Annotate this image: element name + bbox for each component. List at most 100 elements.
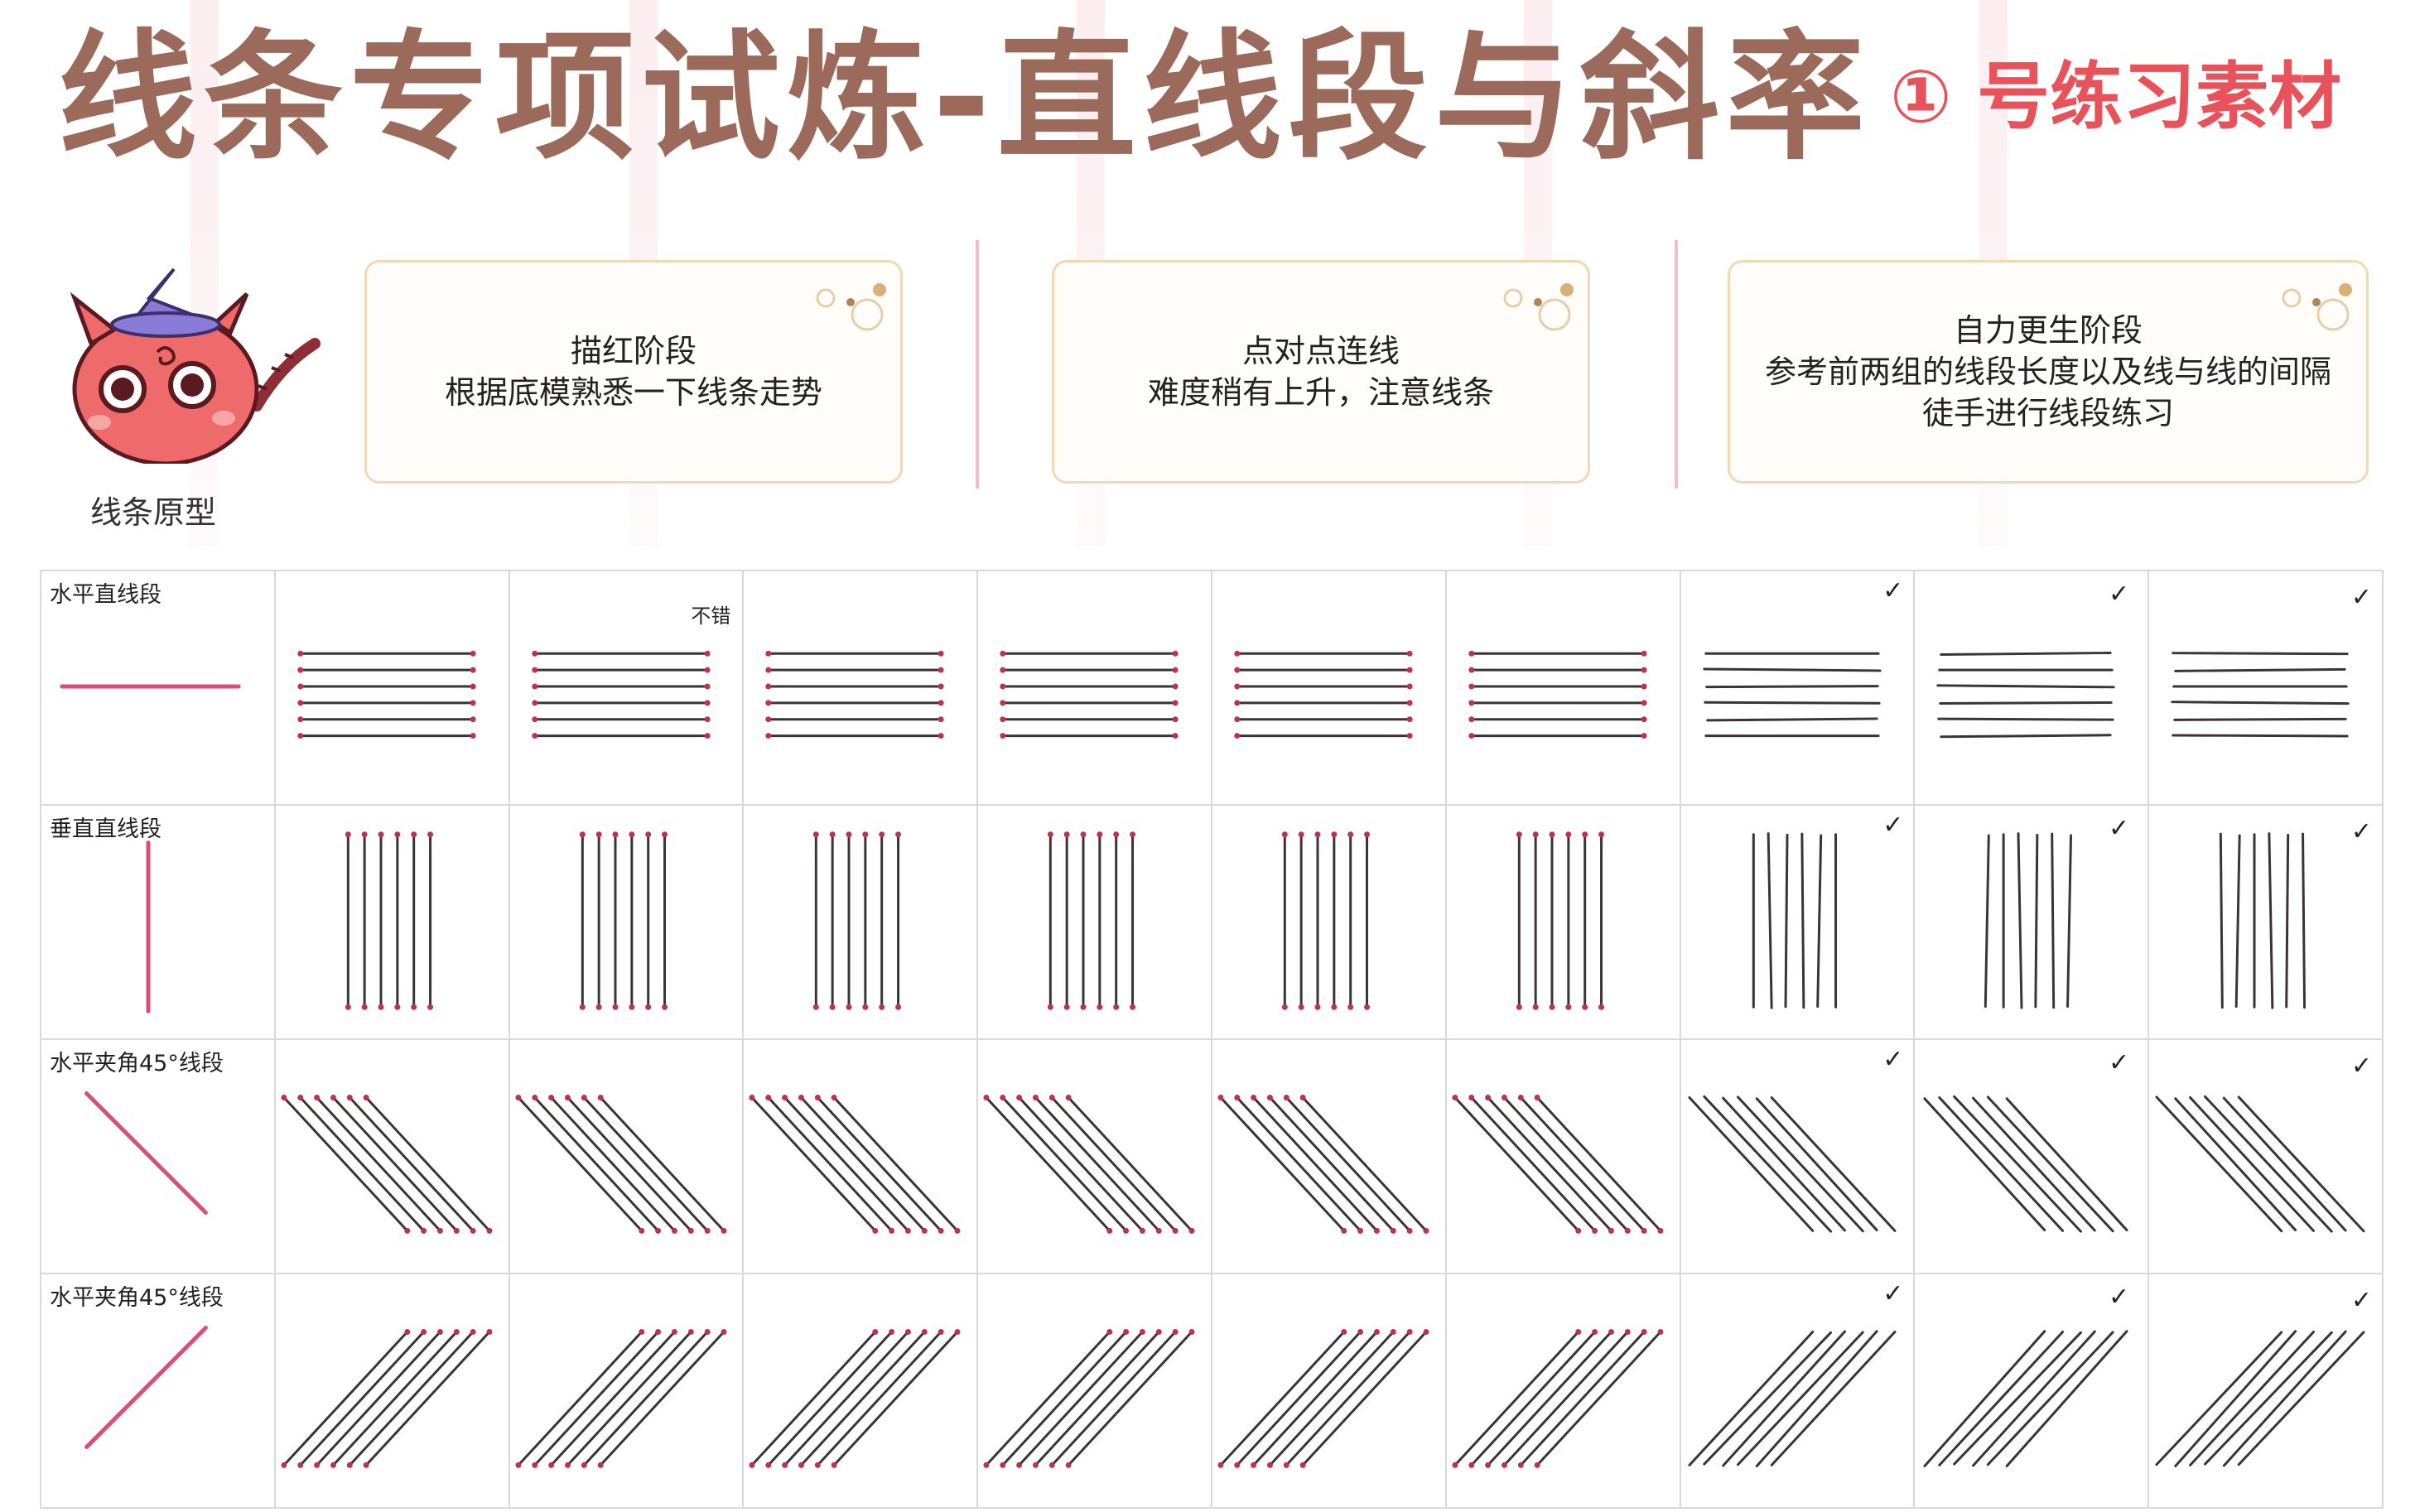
endpoint-dot — [1641, 650, 1647, 657]
endpoint-dot — [345, 1004, 351, 1010]
practice-line — [1702, 1095, 1832, 1233]
practice-line — [817, 1096, 943, 1232]
endpoint-dot — [1364, 831, 1370, 838]
endpoint-dot — [1624, 1227, 1631, 1234]
endpoint-dot — [470, 700, 476, 706]
practice-lines-graphic — [983, 1095, 1195, 1234]
endpoint-dot — [1406, 683, 1413, 690]
endpoint-dot — [1217, 1095, 1224, 1100]
practice-line — [1018, 1096, 1145, 1232]
endpoint-dot — [879, 831, 885, 838]
endpoint-dot — [1406, 1329, 1413, 1335]
practice-line — [1770, 1331, 1897, 1466]
endpoint-dot — [938, 683, 944, 690]
practice-lines-graphic — [1923, 1330, 2128, 1468]
practice-line — [1770, 1096, 1897, 1232]
stage-card-1: 描红阶段 根据底模熟悉一下线条走势 — [364, 260, 903, 484]
practice-lines-graphic — [515, 1329, 727, 1468]
endpoint-dot — [1641, 1329, 1647, 1335]
practice-line — [2237, 1331, 2365, 1466]
practice-lines-graphic — [1048, 831, 1136, 1010]
endpoint-dot — [1156, 1329, 1162, 1335]
endpoint-dot — [661, 831, 668, 838]
endpoint-dot — [1140, 1227, 1146, 1234]
endpoint-dot — [1234, 716, 1241, 723]
practice-line — [517, 1331, 643, 1466]
endpoint-dot — [1172, 650, 1179, 657]
endpoint-dot — [1048, 831, 1053, 838]
endpoint-dot — [313, 1461, 320, 1468]
endpoint-dot — [1406, 667, 1413, 673]
practice-line — [2222, 1096, 2347, 1232]
endpoint-dot — [420, 1329, 427, 1335]
check-mark-icon: ✓ — [2109, 580, 2130, 609]
endpoint-dot — [1283, 1461, 1289, 1468]
endpoint-dot — [1113, 831, 1120, 838]
endpoint-dot — [1364, 1004, 1370, 1010]
practice-line — [1800, 832, 1805, 1009]
practice-line — [1301, 1096, 1428, 1232]
endpoint-dot — [1406, 650, 1413, 657]
endpoint-dot — [782, 1461, 788, 1468]
practice-cell-tracing — [742, 1273, 979, 1509]
endpoint-dot — [612, 831, 619, 838]
endpoint-dot — [1598, 1004, 1604, 1010]
practice-line — [1001, 1096, 1128, 1232]
endpoint-dot — [671, 1329, 677, 1335]
endpoint-dot — [1582, 1004, 1588, 1010]
endpoint-dot — [687, 1329, 694, 1335]
endpoint-dot — [1172, 1227, 1179, 1234]
practice-line — [833, 1331, 959, 1466]
endpoint-dot — [765, 716, 772, 723]
endpoint-dot — [830, 1004, 836, 1010]
stage-title: 点对点连线 — [1241, 333, 1400, 369]
practice-line — [1219, 1331, 1346, 1466]
endpoint-dot — [1123, 1329, 1130, 1335]
endpoint-dot — [1080, 831, 1087, 838]
practice-line — [1953, 1095, 2083, 1233]
endpoint-dot — [889, 1227, 895, 1234]
practice-line — [750, 1331, 877, 1466]
endpoint-dot — [1172, 716, 1179, 723]
practice-line — [1502, 1096, 1629, 1232]
prototype-line-graphic — [84, 1091, 208, 1215]
practice-cell-freehand: ✓ — [2147, 570, 2384, 806]
stage-card-2: 点对点连线 难度稍有上升，注意线条 — [1052, 260, 1590, 484]
grid-row-diag-up: 水平夹角45°线段✓✓✓ — [40, 1273, 2384, 1509]
practice-lines-graphic — [1217, 1095, 1429, 1234]
practice-line — [1972, 1096, 2097, 1232]
endpoint-dot — [1281, 1004, 1288, 1010]
endpoint-dot — [628, 1004, 634, 1010]
endpoint-dot — [938, 733, 944, 739]
practice-line — [2204, 1095, 2333, 1233]
endpoint-dot — [983, 1095, 990, 1100]
practice-lines-graphic — [2155, 1095, 2365, 1233]
endpoint-dot — [1575, 1227, 1582, 1234]
practice-line — [1519, 1096, 1646, 1232]
practice-line — [1755, 1097, 1878, 1232]
endpoint-dot — [1501, 1095, 1507, 1100]
practice-line — [1767, 832, 1773, 1009]
practice-cell-dot-to-dot — [1444, 804, 1681, 1040]
check-mark-icon: ✓ — [2350, 1052, 2372, 1081]
endpoint-dot — [1065, 1095, 1072, 1100]
practice-line — [1067, 1331, 1193, 1466]
practice-line — [549, 1331, 676, 1466]
endpoint-dot — [813, 1004, 820, 1010]
practice-line — [2173, 717, 2347, 721]
practice-line — [582, 1096, 709, 1232]
check-mark-icon: ✓ — [2109, 1048, 2130, 1077]
endpoint-dot — [1234, 1095, 1241, 1100]
practice-line — [299, 1331, 425, 1466]
endpoint-dot — [1641, 683, 1647, 690]
endpoint-dot — [872, 1329, 879, 1335]
endpoint-dot — [1516, 831, 1522, 838]
endpoint-dot — [453, 1227, 460, 1234]
practice-line — [2006, 1097, 2128, 1232]
practice-line — [985, 1331, 1111, 1466]
endpoint-dot — [330, 1461, 336, 1468]
practice-line — [985, 1096, 1111, 1232]
endpoint-dot — [1251, 1095, 1257, 1100]
check-mark-icon: ✓ — [2350, 817, 2372, 846]
practice-cell-freehand: ✓ — [1679, 570, 1916, 806]
